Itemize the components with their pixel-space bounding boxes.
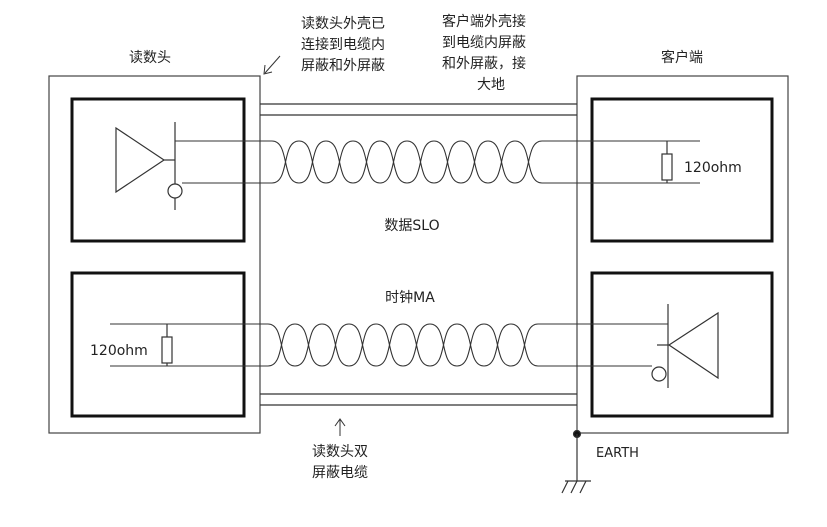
reader-title: 读数头 — [129, 49, 171, 66]
client-shell-note-line4: 大地 — [477, 77, 505, 93]
cable-shield — [260, 103, 577, 406]
reader-resistor — [161, 324, 173, 366]
clock-signal-label: 时钟MA — [385, 289, 435, 306]
cable-label-line1: 读数头双 — [312, 443, 368, 460]
client-shell-note-line2: 到电缆内屏蔽 — [442, 35, 526, 51]
data-twisted-pair — [175, 140, 700, 184]
data-signal-label: 数据SLO — [384, 218, 439, 234]
client-shell-note-line1: 客户端外壳接 — [442, 13, 526, 30]
client-housing — [576, 75, 789, 434]
cable-label-line2: 屏蔽电缆 — [312, 465, 368, 481]
reader-housing — [48, 75, 261, 434]
cable-arrow — [334, 418, 346, 436]
client-shell-note-line3: 和外屏蔽，接 — [442, 55, 526, 72]
reader-shell-arrow — [263, 55, 281, 75]
client-resistor — [661, 141, 673, 183]
client-resistor-label: 120ohm — [684, 160, 742, 176]
reader-data-module — [70, 97, 246, 243]
client-data-module — [590, 97, 774, 243]
reader-driver-symbol — [115, 122, 183, 210]
earth-label: EARTH — [596, 446, 639, 461]
client-title: 客户端 — [661, 49, 703, 66]
reader-shell-note-line1: 读数头外壳已 — [301, 15, 385, 32]
reader-shell-note-line3: 屏蔽和外屏蔽 — [301, 58, 385, 74]
reader-shell-note-line2: 连接到电缆内 — [301, 36, 385, 53]
earth-ground — [561, 429, 591, 494]
client-clock-module — [590, 271, 774, 418]
client-receiver-symbol — [651, 304, 719, 388]
clock-twisted-pair — [110, 323, 668, 367]
reader-resistor-label: 120ohm — [90, 343, 148, 359]
reader-clock-module — [70, 271, 246, 418]
